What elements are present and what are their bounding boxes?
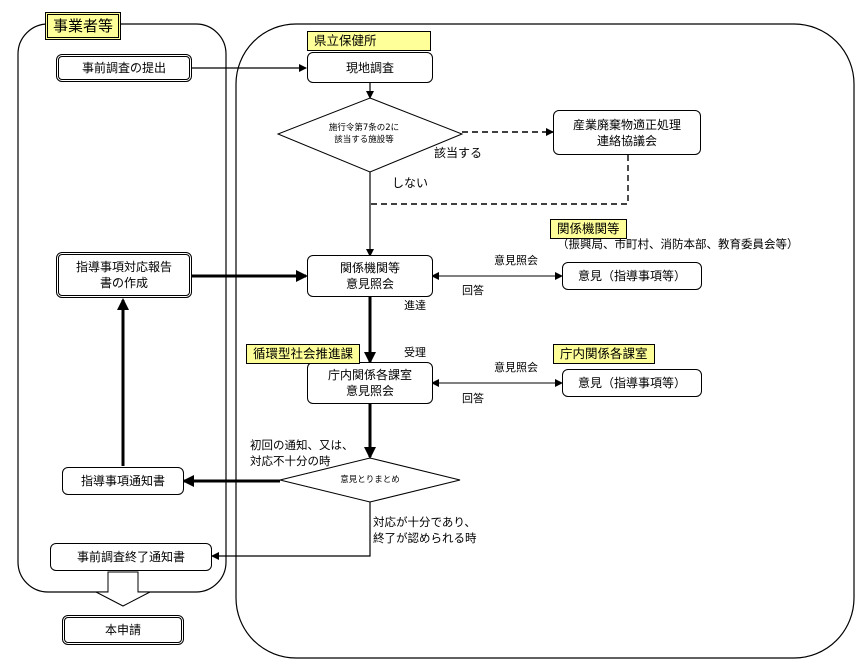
council-box: 産業廃棄物適正処理 連絡協議会 (553, 110, 701, 155)
label-reply-2: 回答 (462, 392, 484, 405)
opinion-guidance-box-2: 意見（指導事項等） (562, 369, 702, 397)
arrow-summary-to-end (211, 502, 371, 560)
guidance-report-box: 指導事項対応報告 書の作成 (56, 252, 192, 298)
survey-end-notice-box: 事前調査終了通知書 (50, 543, 212, 571)
related-orgs-detail: （振興局、市町村、消防本部、教育委員会等） (557, 237, 799, 251)
label-inquiry-1: 意見照会 (494, 254, 538, 267)
internal-depts-tag: 庁内関係各課室 (553, 344, 655, 364)
site-survey-box: 現地調査 (307, 52, 433, 83)
label-transmit: 進達 (404, 299, 426, 312)
main-application-box: 本申請 (62, 615, 184, 645)
label-applicable: 該当する (434, 146, 483, 160)
guidance-notice-box: 指導事項通知書 (62, 467, 184, 495)
label-first-notice: 初回の通知、又は、 対応不十分の時 (250, 438, 354, 468)
label-sufficient: 対応が十分であり、 終了が認められる時 (373, 515, 477, 545)
opinion-guidance-box-1: 意見（指導事項等） (562, 262, 702, 290)
label-reply-1: 回答 (462, 284, 484, 297)
opinion-summary-label: 意見とりまとめ (340, 475, 400, 485)
related-orgs-inquiry-box: 関係機関等 意見照会 (307, 255, 433, 297)
health-center-lane (235, 23, 855, 659)
block-arrow-to-application (95, 571, 151, 607)
recycling-division-tag: 循環型社会推進課 (246, 344, 361, 364)
facility-decision-label: 施行令第7条の2に 該当する施設等 (328, 123, 400, 145)
dashed-council-return (370, 155, 629, 205)
label-inquiry-2: 意見照会 (494, 361, 538, 374)
business-lane-title: 事業者等 (45, 12, 122, 40)
label-receive: 受理 (404, 346, 426, 359)
prefecture-office-tag: 県立保健所 (307, 31, 431, 51)
related-orgs-tag: 関係機関等 (550, 219, 627, 239)
label-not-applicable: しない (392, 176, 429, 190)
dept-inquiry-box: 庁内関係各課室 意見照会 (307, 362, 433, 404)
pre-survey-submit-box: 事前調査の提出 (56, 54, 192, 82)
